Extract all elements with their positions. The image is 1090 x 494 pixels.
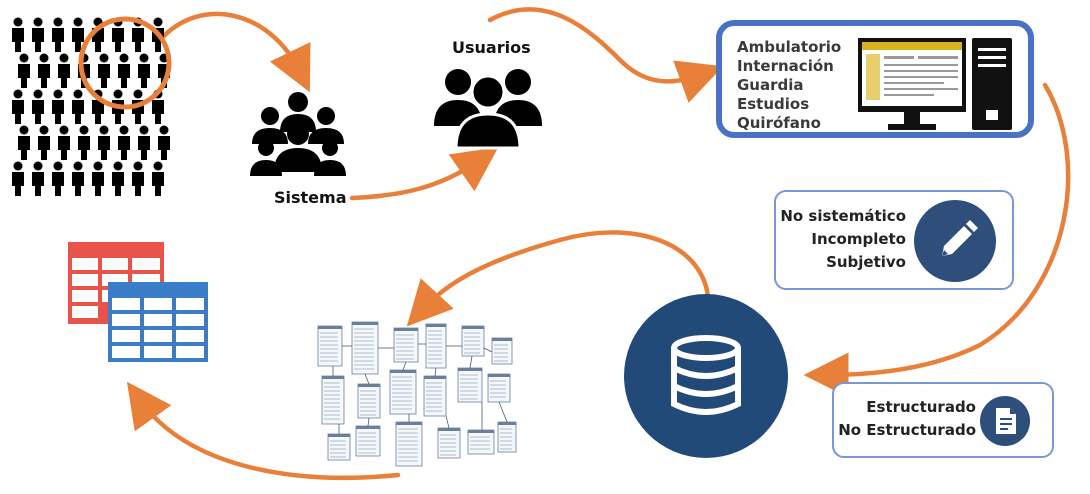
- person-icon: [152, 161, 164, 196]
- desktop-computer-icon: [858, 38, 1012, 130]
- arrow-crowd-to-system: [157, 11, 311, 93]
- data-types-list: Estructurado No Estructurado: [832, 396, 976, 442]
- data-type-item: Estructurado: [866, 398, 976, 416]
- arrow-database-to-schema: [406, 230, 711, 327]
- person-icon: [32, 89, 44, 124]
- person-icon: [72, 17, 84, 52]
- er-table-header: [424, 376, 446, 379]
- areas-list: Ambulatorio Internación Guardia Estudios…: [737, 38, 841, 133]
- pencil-icon: [914, 200, 996, 282]
- er-diagram-icon: [317, 321, 517, 467]
- er-table: [491, 337, 513, 365]
- person-icon: [72, 161, 84, 196]
- er-table-header: [328, 434, 350, 437]
- usuarios-label: Usuarios: [452, 38, 531, 57]
- area-item: Internación: [737, 57, 834, 75]
- er-relationship: [402, 361, 407, 371]
- person-icon: [32, 161, 44, 196]
- quality-item: No sistemático: [780, 207, 906, 225]
- er-table-header: [358, 384, 380, 387]
- er-table: [393, 327, 419, 363]
- person-icon: [138, 53, 150, 88]
- er-table: [357, 383, 381, 419]
- users-icon: [434, 69, 542, 150]
- person-icon: [12, 17, 24, 52]
- person-icon: [12, 161, 24, 196]
- arrow-users-to-areas: [487, 7, 724, 103]
- person-icon: [118, 53, 130, 88]
- person-icon: [92, 161, 104, 196]
- person-icon: [52, 17, 64, 52]
- er-relationship: [469, 355, 473, 369]
- er-relationship: [445, 415, 450, 429]
- er-table: [457, 367, 483, 403]
- person-icon: [18, 125, 30, 160]
- highlight-circle: [78, 16, 172, 110]
- document-icon: [980, 396, 1030, 446]
- arrow-box-to-database: [803, 82, 1071, 398]
- er-table-header: [438, 428, 460, 431]
- area-item: Estudios: [737, 95, 810, 113]
- person-icon: [138, 125, 150, 160]
- person-icon: [58, 53, 70, 88]
- er-table: [467, 429, 495, 455]
- er-table-header: [468, 430, 494, 433]
- person-icon: [52, 161, 64, 196]
- person-icon: [158, 125, 170, 160]
- person-icon: [58, 125, 70, 160]
- er-table-header: [426, 324, 446, 327]
- er-table: [423, 375, 447, 417]
- quality-item: Incompleto: [811, 230, 906, 248]
- er-table-header: [458, 368, 482, 371]
- person-icon: [52, 89, 64, 124]
- person-icon: [18, 53, 30, 88]
- er-table: [327, 433, 351, 461]
- er-table-header: [390, 370, 416, 373]
- person-icon: [118, 125, 130, 160]
- er-table-header: [492, 338, 512, 341]
- database-icon: [624, 294, 788, 458]
- arrow-system-to-users: [349, 147, 499, 201]
- person-icon: [112, 161, 124, 196]
- person-icon: [98, 53, 110, 88]
- er-relationship: [498, 401, 508, 423]
- sistema-label: Sistema: [274, 188, 347, 207]
- er-table-header: [356, 426, 380, 429]
- person-icon: [72, 89, 84, 124]
- er-table-header: [396, 422, 422, 425]
- quality-item: Subjetivo: [826, 253, 906, 271]
- er-table-header: [488, 374, 510, 377]
- area-item: Quirófano: [737, 114, 821, 132]
- person-icon: [38, 125, 50, 160]
- person-icon: [98, 125, 110, 160]
- er-table-header: [318, 326, 342, 329]
- arrow-schema-to-tables: [126, 381, 401, 481]
- er-table-header: [322, 376, 344, 379]
- spreadsheet-tables-icon: [68, 242, 208, 362]
- data-quality-list: No sistemático Incompleto Subjetivo: [774, 205, 906, 274]
- person-icon: [32, 17, 44, 52]
- person-icon: [78, 125, 90, 160]
- group-icon: [250, 92, 346, 176]
- er-table-header: [462, 326, 484, 329]
- er-table-header: [394, 328, 418, 331]
- area-item: Ambulatorio: [737, 38, 842, 56]
- person-icon: [132, 161, 144, 196]
- er-relationship: [364, 373, 370, 385]
- er-relationship: [367, 417, 370, 427]
- er-table: [487, 373, 511, 403]
- er-table-header: [498, 422, 516, 425]
- er-table: [317, 325, 343, 367]
- er-relationship: [434, 367, 437, 377]
- area-item: Guardia: [737, 76, 804, 94]
- er-relationship: [483, 347, 493, 353]
- person-icon: [38, 53, 50, 88]
- er-table-header: [352, 322, 378, 325]
- person-icon: [12, 89, 24, 124]
- er-table: [351, 321, 379, 375]
- data-type-item: No Estructurado: [838, 421, 976, 439]
